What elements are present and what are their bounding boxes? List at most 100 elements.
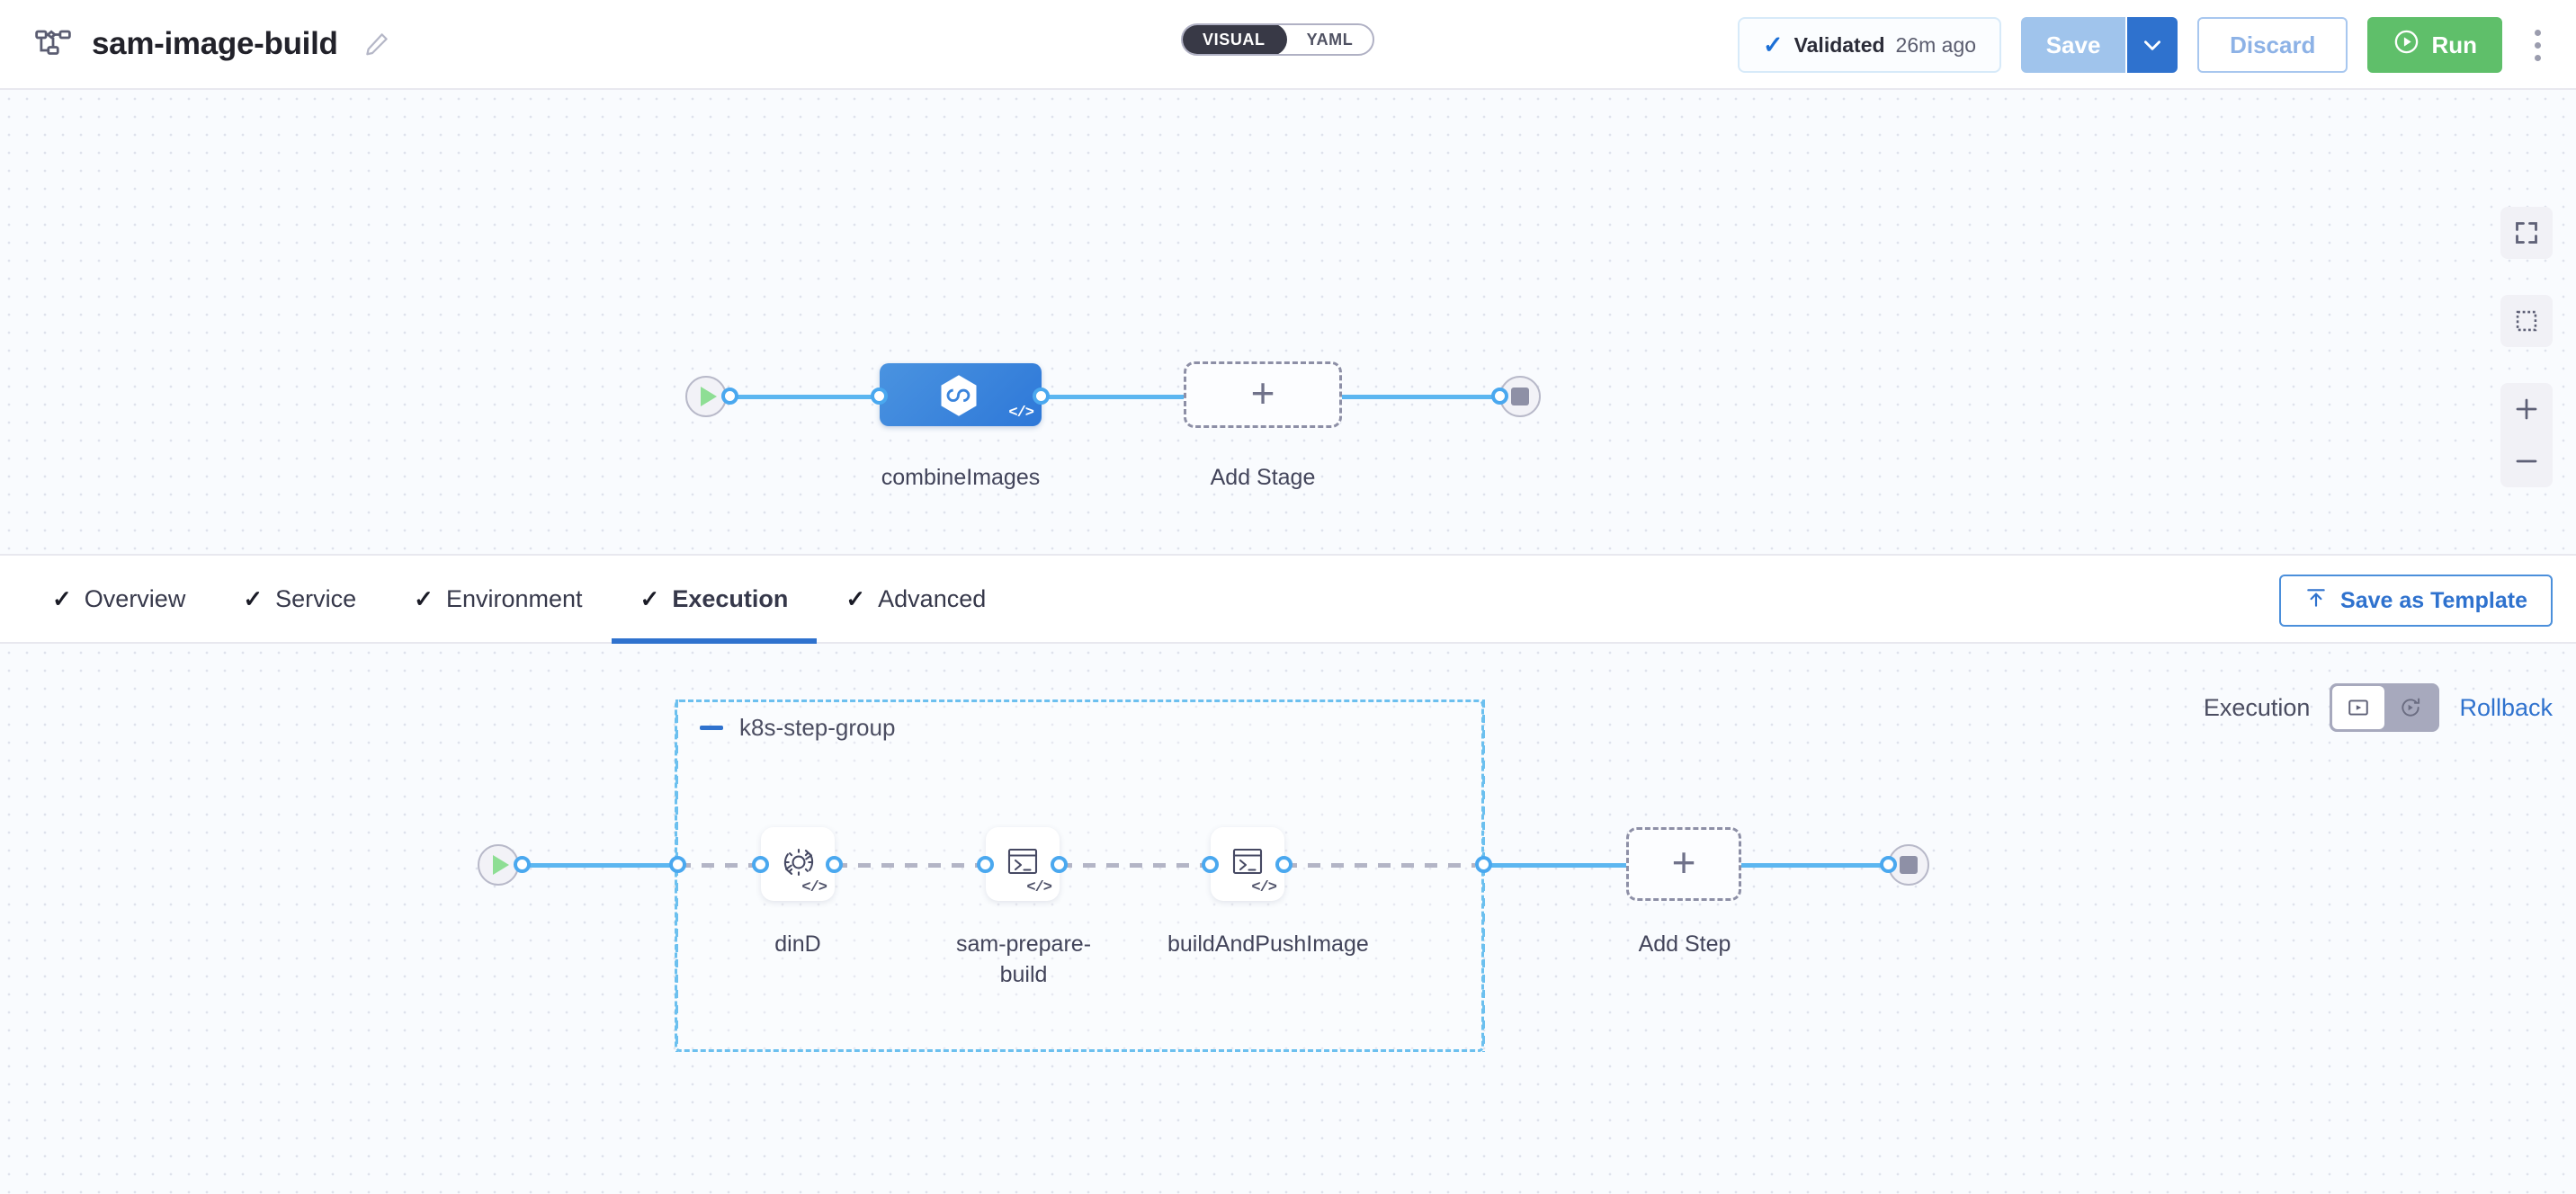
discard-button[interactable]: Discard: [2197, 17, 2348, 73]
header-actions: ✓ Validated 26m ago Save Discard Run: [1737, 0, 2553, 90]
upload-template-icon: [2304, 586, 2328, 616]
pipeline-flow-icon: [34, 25, 72, 63]
visual-yaml-toggle[interactable]: VISUAL YAML: [1181, 23, 1375, 56]
execution-canvas[interactable]: Execution Rollback k8s-step-group: [0, 644, 2576, 1194]
exec-end-input-port[interactable]: [1880, 856, 1897, 873]
page-title: sam-image-build: [92, 26, 338, 61]
chevron-down-icon[interactable]: [2125, 17, 2178, 73]
execution-mode-switch[interactable]: [2330, 683, 2440, 732]
check-icon: ✓: [414, 584, 434, 612]
terminal-icon: [1007, 848, 1038, 875]
step-group-label: k8s-step-group: [739, 714, 896, 741]
mode-visual[interactable]: VISUAL: [1183, 25, 1287, 54]
minus-collapse-icon[interactable]: [700, 726, 723, 730]
run-label: Run: [2431, 31, 2477, 58]
group-output-port[interactable]: [1475, 856, 1492, 873]
stage-node-combineImages[interactable]: </>: [880, 363, 1042, 426]
mode-yaml[interactable]: YAML: [1306, 30, 1354, 49]
fit-to-screen-button[interactable]: [2500, 207, 2553, 259]
prepare-input-port[interactable]: [977, 856, 994, 873]
save-as-template-button[interactable]: Save as Template: [2279, 575, 2553, 627]
stop-icon: [1900, 856, 1918, 874]
prepare-output-port[interactable]: [1051, 856, 1068, 873]
stage-start-node[interactable]: [685, 376, 727, 417]
stage-config-tabs[interactable]: ✓ Overview ✓ Service ✓ Environment ✓ Exe…: [0, 554, 2576, 644]
tab-label: Environment: [445, 584, 583, 612]
validated-timestamp: 26m ago: [1895, 32, 1977, 57]
app-header: sam-image-build VISUAL YAML ✓ Validated …: [0, 0, 2576, 90]
stage-canvas[interactable]: </> combineImages + Add Stage: [0, 90, 2576, 554]
exec-start-output-port[interactable]: [514, 856, 531, 873]
edge-dind-to-prepare: [835, 863, 984, 868]
validated-label: Validated: [1793, 32, 1885, 57]
rollback-view-button[interactable]: [2384, 686, 2437, 729]
push-output-port[interactable]: [1275, 856, 1292, 873]
save-button[interactable]: Save: [2021, 17, 2126, 73]
tab-environment[interactable]: ✓ Environment: [385, 554, 611, 644]
add-stage-button[interactable]: +: [1184, 361, 1342, 428]
execution-start-node[interactable]: [478, 844, 519, 886]
dashed-square-icon[interactable]: [2500, 295, 2553, 347]
step-code-badge: </>: [1026, 879, 1052, 896]
harness-ci-hexagon-icon: [941, 375, 977, 416]
stage-output-port[interactable]: [1033, 388, 1050, 405]
execution-rollback-controls[interactable]: Execution Rollback: [2204, 683, 2553, 732]
tab-overview[interactable]: ✓ Overview: [23, 554, 214, 644]
dind-output-port[interactable]: [826, 856, 843, 873]
execution-view-button[interactable]: [2332, 686, 2385, 729]
tab-label: Overview: [84, 584, 186, 612]
edge-start-to-group: [523, 863, 677, 868]
add-step-button[interactable]: +: [1626, 827, 1741, 901]
step-code-badge: </>: [801, 879, 827, 896]
stage-input-port[interactable]: [871, 388, 888, 405]
tab-service[interactable]: ✓ Service: [214, 554, 385, 644]
save-as-template-label: Save as Template: [2340, 587, 2527, 613]
header-left-group: sam-image-build: [0, 25, 390, 63]
group-right-boundary: [1482, 699, 1485, 1052]
step-group-header[interactable]: k8s-step-group: [700, 714, 895, 742]
edge-push-to-group-end: [1284, 863, 1475, 868]
expand-icon[interactable]: [2500, 207, 2553, 259]
edge-group-to-add-step: [1484, 863, 1635, 868]
group-input-port[interactable]: [669, 856, 686, 873]
step-node-buildAndPushImage[interactable]: </>: [1211, 827, 1284, 901]
step-label-dinD: dinD: [774, 931, 821, 957]
add-step-label: Add Step: [1638, 931, 1731, 957]
start-output-port[interactable]: [721, 388, 738, 405]
stop-icon: [1511, 388, 1529, 405]
group-left-boundary: [675, 699, 678, 1052]
execution-mode-label: Execution: [2203, 693, 2311, 721]
end-input-port[interactable]: [1491, 388, 1508, 405]
edge-add-to-end: [1342, 395, 1500, 399]
plus-icon: +: [1671, 839, 1696, 886]
step-label-sam-prepare-build: sam-prepare-build: [955, 931, 1092, 987]
tab-label: Advanced: [878, 584, 987, 612]
tab-label: Service: [275, 584, 357, 612]
check-icon: ✓: [845, 584, 866, 612]
zoom-controls[interactable]: [2500, 383, 2553, 487]
plus-icon: +: [1250, 370, 1275, 416]
save-button-group[interactable]: Save: [2021, 17, 2178, 73]
play-icon: [700, 387, 717, 406]
stage-end-node[interactable]: [1499, 376, 1541, 417]
push-input-port[interactable]: [1202, 856, 1219, 873]
selection-box-button[interactable]: [2500, 295, 2553, 347]
tab-advanced[interactable]: ✓ Advanced: [817, 554, 1015, 644]
execution-end-node[interactable]: [1888, 844, 1929, 886]
play-icon: [492, 855, 509, 875]
zoom-in-button[interactable]: [2500, 383, 2553, 435]
step-code-badge: </>: [1251, 879, 1277, 896]
zoom-out-button[interactable]: [2500, 435, 2553, 487]
tab-execution[interactable]: ✓ Execution: [611, 554, 818, 644]
gear-refresh-icon: [783, 849, 814, 876]
run-button[interactable]: Run: [2367, 17, 2502, 73]
edge-add-step-to-end: [1741, 863, 1889, 868]
kebab-menu-icon[interactable]: [2522, 17, 2553, 73]
dind-input-port[interactable]: [752, 856, 769, 873]
step-node-sam-prepare-build[interactable]: </>: [986, 827, 1060, 901]
stage-label-combineImages: combineImages: [881, 465, 1041, 490]
stage-code-badge: </>: [1008, 405, 1034, 422]
step-node-dinD[interactable]: </>: [761, 827, 835, 901]
rollback-button[interactable]: Rollback: [2459, 693, 2553, 721]
pencil-edit-icon[interactable]: [358, 31, 390, 58]
